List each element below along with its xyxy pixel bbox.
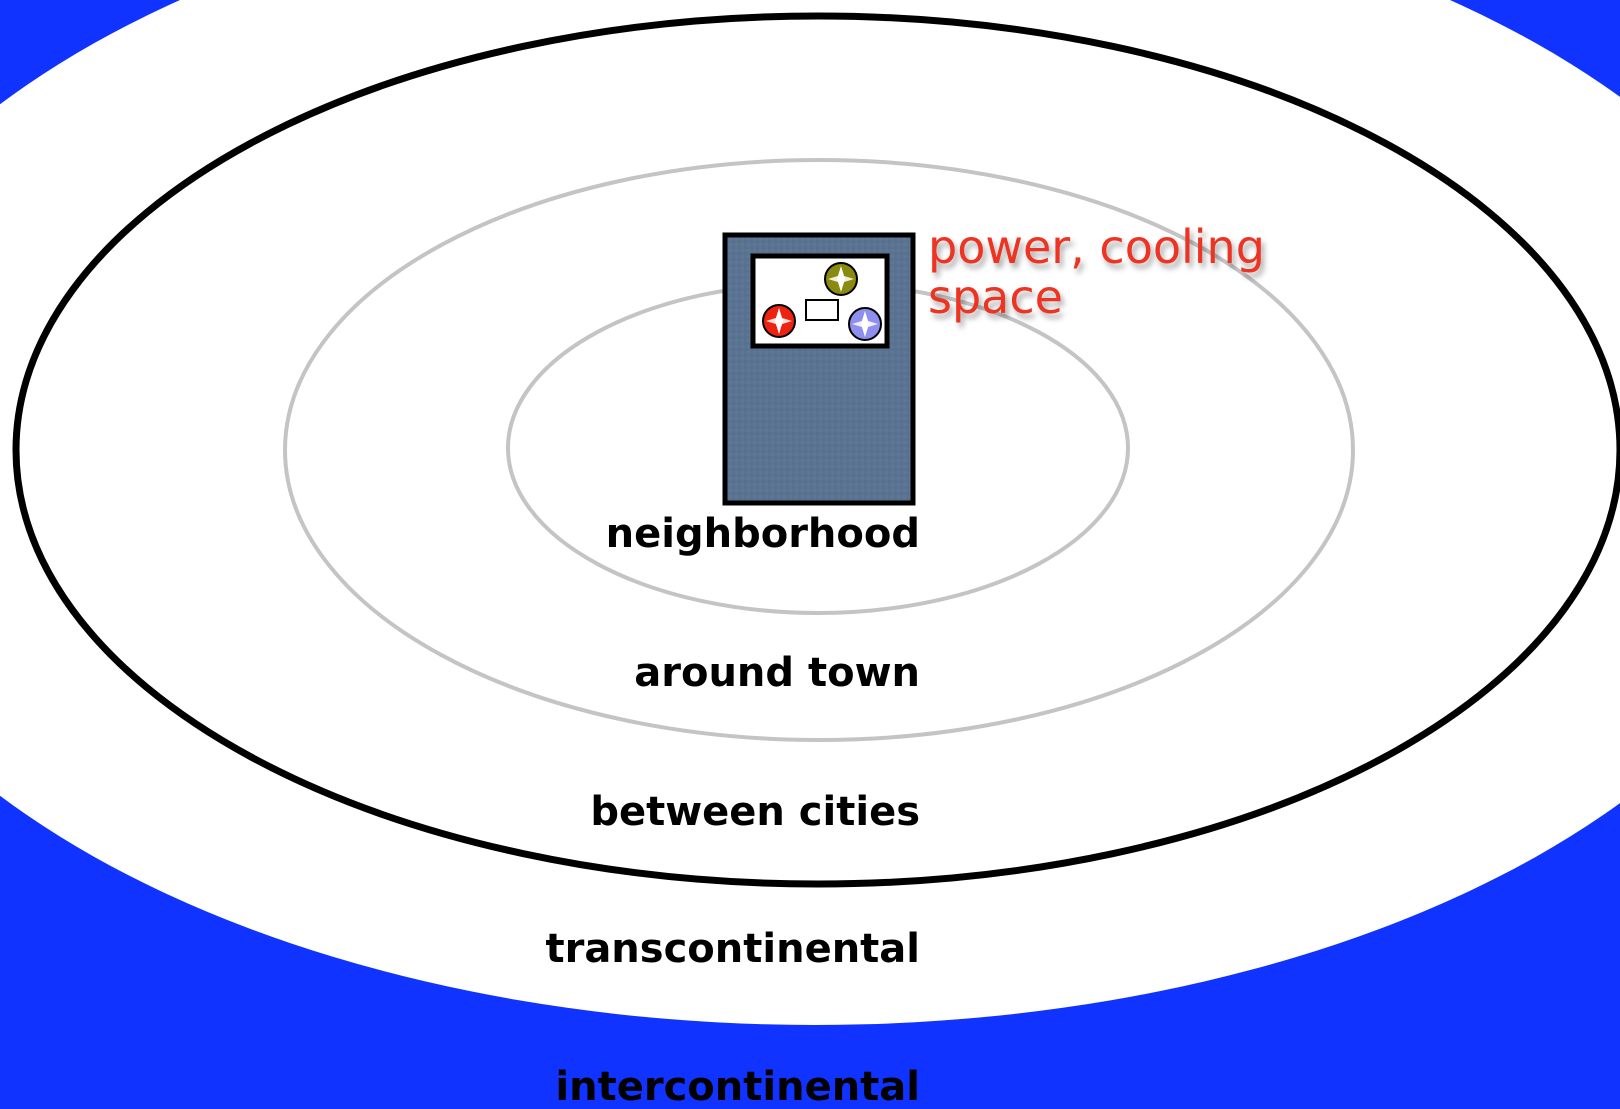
annotation-line-2: space [928, 270, 1063, 324]
power-cooling-space-annotation: power, cooling space [928, 222, 1265, 322]
around-town-label: around town [634, 650, 920, 696]
intercontinental-label: intercontinental [555, 1064, 920, 1109]
neighborhood-label: neighborhood [605, 511, 920, 557]
red-node-icon [762, 304, 796, 338]
annotation-line-1: power, cooling [928, 220, 1265, 274]
blue-node-icon [848, 307, 882, 341]
around-town-ring [283, 158, 1355, 742]
device-box-icon [805, 299, 839, 321]
between-cities-label: between cities [590, 789, 920, 835]
olive-node-icon [824, 262, 858, 296]
server-rack-icon [722, 232, 916, 506]
transcontinental-label: transcontinental [545, 926, 920, 972]
